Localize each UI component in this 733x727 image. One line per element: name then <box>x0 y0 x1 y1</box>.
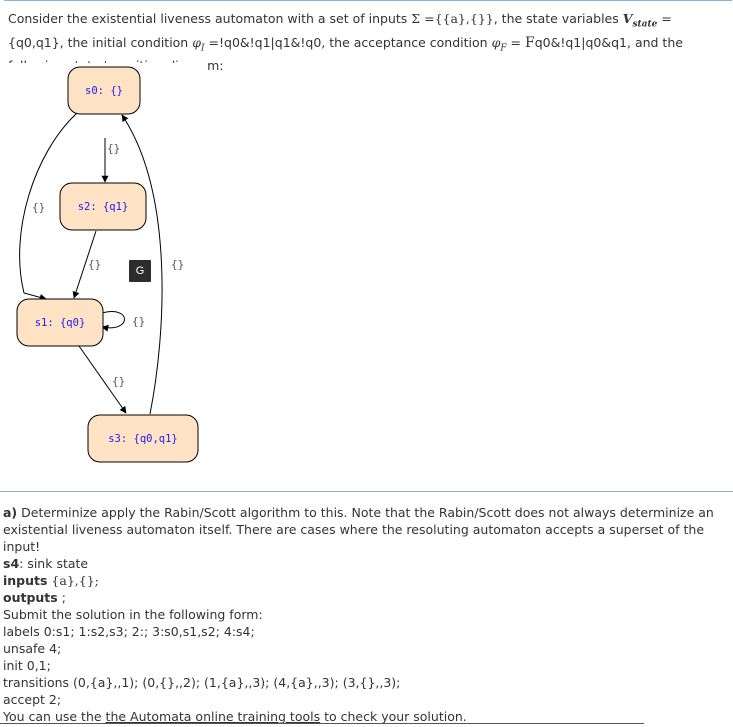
transitions-line: transitions (0,{a},,1); (0,{},,2); (1,{a… <box>3 675 401 690</box>
intro-part-2: , the state variables <box>493 11 623 26</box>
state-transition-diagram: {} {} {} {} {} {} s0: {} s2: {q1} s1: {q… <box>4 63 206 468</box>
edge-label-s0-s2: {} <box>107 142 120 155</box>
phi-i-value: !q0&!q1|q1&!q0 <box>219 34 322 50</box>
submit-line: Submit the solution in the following for… <box>3 607 263 622</box>
vstate-symbol: V <box>622 11 633 26</box>
graph-button[interactable]: G <box>129 260 151 282</box>
edge-s1-self <box>101 311 125 332</box>
phi-i-subscript: I <box>200 43 205 53</box>
node-s3[interactable]: s3: {q0,q1} <box>87 414 199 463</box>
node-s1[interactable]: s1: {q0} <box>16 298 104 347</box>
vstate-value: {q0,q1} <box>8 34 60 50</box>
task-text: a) Determinize apply the Rabin/Scott alg… <box>3 504 729 725</box>
outputs-value: ; <box>57 590 66 605</box>
task-panel <box>0 491 733 727</box>
intro-text: Consider the existential liveness automa… <box>8 10 720 74</box>
node-s1-label: s1: {q0} <box>35 317 86 329</box>
sigma-value: {{a},{}} <box>434 11 494 26</box>
phi-f-value: q0&!q1|q0&q1 <box>534 34 627 50</box>
outputs-label: outputs <box>3 590 58 605</box>
s4-line: s4: sink state <box>3 555 729 572</box>
outputs-line: outputs ; <box>3 589 729 606</box>
phi-f-subscript: F <box>500 43 507 53</box>
s4-text: : sink state <box>19 556 89 571</box>
phi-f-symbol: φ <box>491 34 501 50</box>
bottom-divider <box>0 723 644 724</box>
inputs-value: {a},{}; <box>47 573 99 588</box>
task-a: a) Determinize apply the Rabin/Scott alg… <box>3 504 729 555</box>
s4-label: s4 <box>3 556 20 571</box>
inputs-label: inputs <box>3 573 48 588</box>
edge-label-s2-s1: {} <box>88 258 101 271</box>
node-s2[interactable]: s2: {q1} <box>59 182 147 231</box>
edge-label-s3-s0: {} <box>171 258 184 271</box>
node-s0-label: s0: {} <box>85 85 123 97</box>
node-s3-label: s3: {q0,q1} <box>108 433 178 445</box>
edge-label-s1-self: {} <box>132 315 145 328</box>
init-line: init 0,1; <box>3 658 51 673</box>
edge-s0-s1 <box>19 112 78 301</box>
edge-s1-s3 <box>78 345 127 414</box>
question-panel <box>4 0 732 473</box>
phi-f-operator: F <box>525 34 535 51</box>
tools-pre: You can use the <box>3 709 106 724</box>
tools-line: You can use the the Automata online trai… <box>3 708 729 725</box>
sigma-symbol: Σ <box>411 11 421 26</box>
tools-post: to check your solution. <box>320 709 467 724</box>
accept-line: accept 2; <box>3 692 62 707</box>
edge-label-s0-s1: {} <box>32 201 45 214</box>
edge-s2-s1 <box>72 230 97 299</box>
task-a-label: a) <box>3 505 18 520</box>
inputs-line: inputs {a},{}; <box>3 572 729 589</box>
task-a-text: Determinize apply the Rabin/Scott algori… <box>3 505 714 554</box>
intro-part-4: , the acceptance condition <box>321 34 492 50</box>
intro-part-3: , the initial condition <box>59 34 193 50</box>
phi-i-symbol: φ <box>192 34 201 50</box>
edge-label-s1-s3: {} <box>112 375 125 388</box>
unsafe-line: unsafe 4; <box>3 641 62 656</box>
edge-s3-s0 <box>121 114 163 415</box>
node-s2-label: s2: {q1} <box>78 201 129 213</box>
labels-line: labels 0:s1; 1:s2,s3; 2:; 3:s0,s1,s2; 4:… <box>3 624 255 639</box>
automata-tools-link[interactable]: the Automata online training tools <box>105 709 321 724</box>
vstate-subscript: state <box>632 19 658 30</box>
node-s0[interactable]: s0: {} <box>67 66 141 115</box>
intro-part-1: Consider the existential liveness automa… <box>8 11 412 26</box>
